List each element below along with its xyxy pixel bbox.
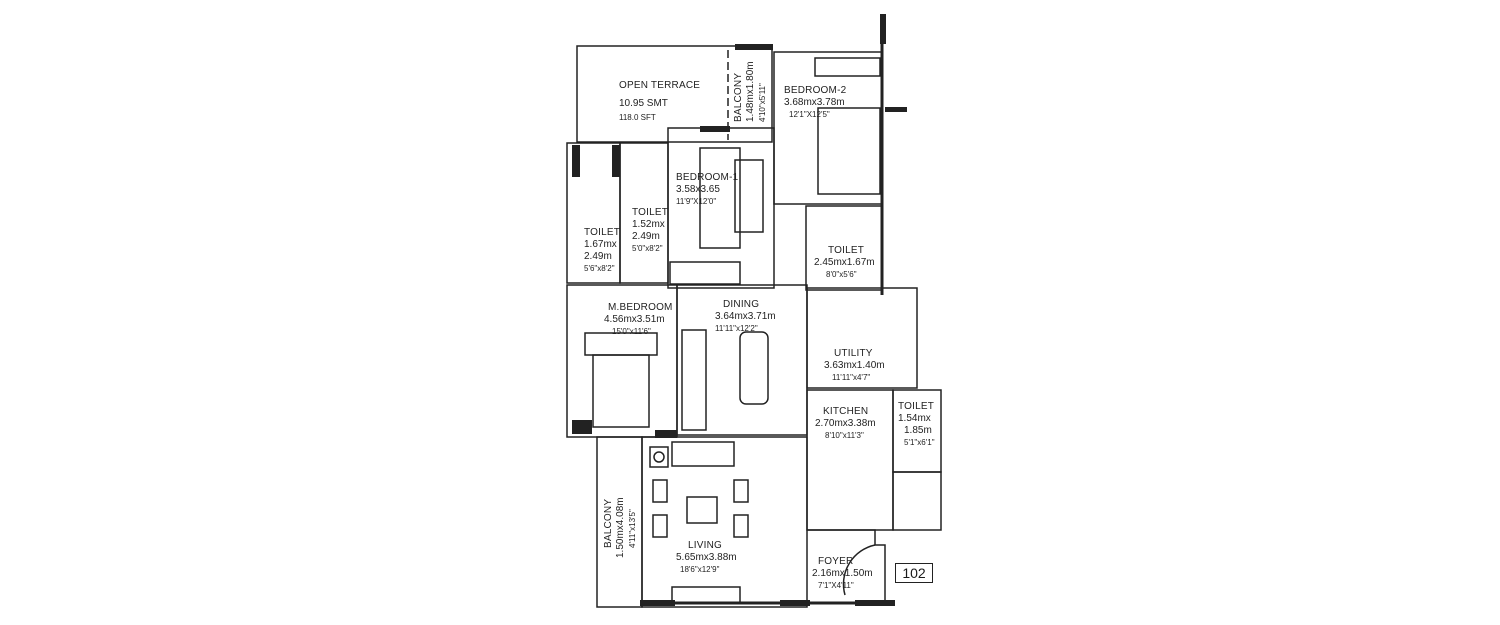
- room-name: BEDROOM-1: [676, 172, 739, 183]
- utility-outline: [806, 287, 918, 389]
- room-label-bedroom-1: BEDROOM-1 3.58x3.65 11'9"X12'0": [676, 172, 738, 208]
- room-size-metric: 2.45mx1.67m: [814, 257, 875, 268]
- room-name: OPEN TERRACE: [619, 80, 701, 91]
- room-label-toilet-b: TOILET 1.52mx 2.49m 5'0"x8'2": [632, 207, 668, 255]
- room-size-metric: 1.52mx: [632, 219, 665, 230]
- room-size-imperial: 15'0"x11'6": [612, 327, 651, 336]
- room-name: FOYER: [818, 556, 854, 567]
- room-name: DINING: [723, 299, 760, 310]
- room-size-metric: 1.67mx: [584, 239, 617, 250]
- room-size-imperial: 18'6"x12'9": [680, 565, 720, 574]
- room-label-balcony-left: BALCONY 1.50mx4.08m 4'11"x13'5": [603, 497, 639, 558]
- room-label-living: LIVING 5.65mx3.88m 18'6"x12'9": [676, 540, 737, 576]
- room-size-metric: 3.68mx3.78m: [784, 97, 845, 108]
- room-size-imperial: 4'10"x5'11": [758, 83, 767, 122]
- room-label-dining: DINING 3.64mx3.71m 11'11"x12'2": [715, 299, 776, 335]
- room-label-utility: UTILITY 3.63mx1.40m 11'11"x4'7": [824, 348, 885, 384]
- room-size-imperial: 118.0 SFT: [619, 113, 656, 122]
- room-name: KITCHEN: [823, 406, 869, 417]
- room-size-metric: 3.58x3.65: [676, 184, 720, 195]
- room-name: TOILET: [898, 401, 935, 412]
- room-size-metric-2: 2.49m: [632, 231, 660, 242]
- room-size-imperial: 5'1"x6'1": [904, 438, 935, 447]
- room-name: TOILET: [828, 245, 865, 256]
- room-size-imperial: 5'6"x8'2": [584, 264, 615, 273]
- open-terrace-outline: [576, 45, 773, 143]
- room-name: BALCONY: [603, 498, 614, 548]
- room-name: BALCONY: [733, 72, 744, 122]
- room-size-metric: 1.50mx4.08m: [615, 497, 626, 558]
- room-name: UTILITY: [834, 348, 873, 359]
- room-size-metric-2: 2.49m: [584, 251, 612, 262]
- room-size-metric: 1.54mx: [898, 413, 931, 424]
- bedroom-2-outline: [773, 51, 883, 205]
- room-name: LIVING: [688, 540, 722, 551]
- bedroom-1-outline: [667, 127, 775, 289]
- room-label-kitchen: KITCHEN 2.70mx3.38m 8'10"x11'3": [815, 406, 876, 442]
- room-size-imperial: 5'0"x8'2": [632, 244, 663, 253]
- room-label-balcony-top: BALCONY 1.48mx1.80m 4'10"x5'11": [733, 61, 769, 122]
- room-name: TOILET: [584, 227, 621, 238]
- room-label-toilet-a: TOILET 1.67mx 2.49m 5'6"x8'2": [584, 227, 620, 275]
- room-size-metric: 2.16mx1.50m: [812, 568, 873, 579]
- room-size-metric-2: 1.85m: [904, 425, 932, 436]
- room-name: M.BEDROOM: [608, 302, 673, 313]
- living-outline: [641, 436, 808, 608]
- room-label-m-bedroom: M.BEDROOM 4.56mx3.51m 15'0"x11'6": [604, 302, 673, 338]
- room-size-metric: 3.63mx1.40m: [824, 360, 885, 371]
- room-size-imperial: 11'9"X12'0": [676, 197, 717, 206]
- room-size-imperial: 11'11"x4'7": [832, 373, 871, 382]
- room-label-toilet-d: TOILET 1.54mx 1.85m 5'1"x6'1": [898, 401, 935, 449]
- room-size-metric: 3.64mx3.71m: [715, 311, 776, 322]
- room-label-bedroom-2: BEDROOM-2 3.68mx3.78m 12'1"X12'5": [784, 85, 846, 121]
- room-size-metric: 2.70mx3.38m: [815, 418, 876, 429]
- room-size-metric: 5.65mx3.88m: [676, 552, 737, 563]
- room-size-imperial: 12'1"X12'5": [789, 110, 830, 119]
- room-name: BEDROOM-2: [784, 85, 847, 96]
- room-label-open-terrace: OPEN TERRACE 10.95 SMT 118.0 SFT: [619, 80, 700, 124]
- room-size-imperial: 8'0"x5'6": [826, 270, 857, 279]
- room-size-metric: 4.56mx3.51m: [604, 314, 665, 325]
- room-size-imperial: 7'1"X4'11": [818, 581, 854, 590]
- room-size-imperial: 4'11"x13'5": [628, 509, 637, 548]
- room-size-imperial: 11'11"x12'2": [715, 324, 758, 333]
- room-name: TOILET: [632, 207, 669, 218]
- room-label-toilet-c: TOILET 2.45mx1.67m 8'0"x5'6": [814, 245, 875, 281]
- room-label-foyer: FOYER 2.16mx1.50m 7'1"X4'11": [812, 556, 873, 592]
- room-size-imperial: 8'10"x11'3": [825, 431, 864, 440]
- room-size-metric: 1.48mx1.80m: [745, 61, 756, 122]
- room-size-metric: 10.95 SMT: [619, 98, 668, 109]
- unit-number-badge: 102: [895, 563, 933, 583]
